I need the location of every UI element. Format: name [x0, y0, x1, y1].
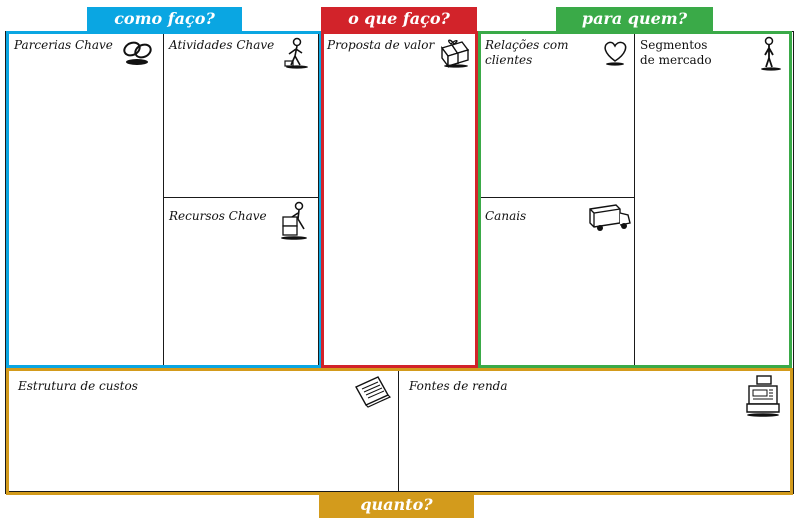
receipt-icon: [352, 373, 392, 409]
label-recursos-chave: Recursos Chave: [169, 209, 267, 223]
heart-icon: [601, 38, 629, 66]
label-estrutura-custos: Estrutura de custos: [18, 379, 138, 393]
tab-como-faco: como faço?: [87, 7, 242, 31]
gift-icon: [436, 36, 472, 68]
label-atividades-chave: Atividades Chave: [169, 38, 275, 52]
person-icon: [759, 36, 783, 72]
frame-o-que-faco: [321, 31, 478, 368]
truck-icon: [588, 203, 632, 233]
label-canais: Canais: [485, 209, 527, 223]
label-fontes-renda: Fontes de renda: [409, 379, 508, 393]
label-relacoes-clientes: Relações com clientes: [485, 38, 569, 67]
cash-register-icon: [745, 374, 781, 418]
worker-boxes-icon: [280, 201, 310, 241]
frame-como-faco: [6, 31, 322, 368]
tab-para-quem: para quem?: [556, 7, 713, 31]
frame-para-quem: [478, 31, 792, 368]
label-proposta-valor: Proposta de valor: [327, 38, 435, 52]
block-fontes-renda: [398, 369, 791, 492]
tab-o-que-faco: o que faço?: [321, 7, 477, 31]
worker-icon: [282, 37, 310, 69]
tab-quanto: quanto?: [319, 492, 474, 518]
label-segmentos-mercado: Segmentos de mercado: [640, 38, 712, 67]
chain-links-icon: [121, 37, 157, 67]
label-parcerias-chave: Parcerias Chave: [14, 38, 113, 52]
